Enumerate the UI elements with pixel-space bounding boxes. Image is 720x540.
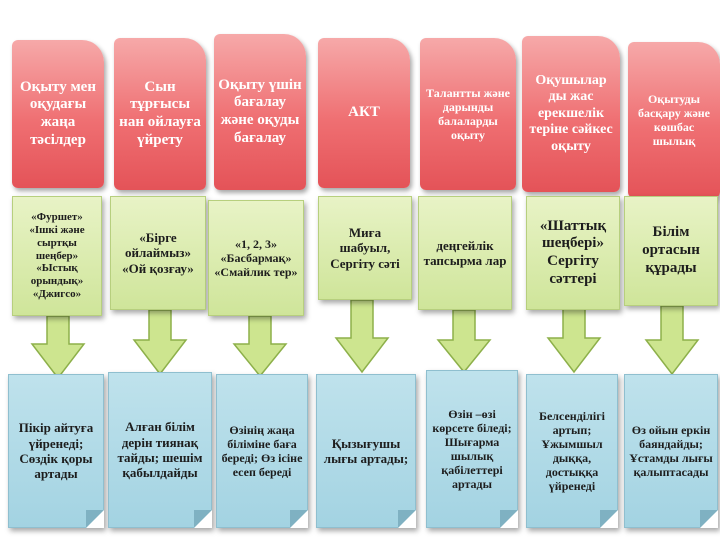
method-text-7: Білім ортасын құрады [642, 224, 700, 276]
header-text-5: Талантты және дарынды балаларды оқыту [426, 85, 510, 143]
method-text-4: Миға шабуыл, Сергіту сәті [330, 225, 400, 271]
down-arrow-4 [334, 300, 390, 374]
folded-corner-3 [290, 510, 308, 528]
folded-corner-1 [86, 510, 104, 528]
method-text-3: «1, 2, 3» «Басбармақ» «Смайлик тер» [214, 236, 298, 280]
outcome-text-5: Өзін –өзі көрсете біледі; Шығарма шылық … [432, 406, 512, 492]
down-arrow-5 [436, 310, 492, 374]
header-card-5: Талантты және дарынды балаларды оқыту [420, 38, 516, 190]
header-card-7: Оқытуды басқару және көшбас шылық [628, 42, 720, 198]
header-card-2: Сын тұрғысы нан ойлауға үйрету [114, 38, 206, 190]
folded-corner-5 [500, 510, 518, 528]
method-card-4: Миға шабуыл, Сергіту сәті [318, 196, 412, 300]
down-arrow-7 [644, 306, 700, 376]
folded-corner-2 [194, 510, 212, 528]
down-arrow-2 [132, 310, 188, 376]
header-text-7: Оқытуды басқару және көшбас шылық [637, 91, 711, 149]
outcome-text-3: Өзінің жаңа біліміне баға береді; Өз ісі… [221, 422, 303, 480]
method-text-2: «Бірге ойлаймыз» «Ой қозғау» [122, 230, 194, 276]
outcome-text-7: Өз ойын еркін баяндайды; Ұстамды лығы қа… [629, 422, 713, 480]
method-card-7: Білім ортасын құрады [624, 196, 718, 306]
down-arrow-1 [30, 316, 86, 380]
method-card-3: «1, 2, 3» «Басбармақ» «Смайлик тер» [208, 200, 304, 316]
header-card-3: Оқыту үшін бағалау және оқуды бағалау [214, 34, 306, 190]
header-text-4: АКТ [348, 104, 380, 121]
outcome-card-1: Пікір айтуға үйренеді; Сөздік қоры артад… [8, 374, 104, 528]
folded-corner-7 [700, 510, 718, 528]
method-card-5: деңгейлік тапсырма лар [418, 196, 512, 310]
method-card-2: «Бірге ойлаймыз» «Ой қозғау» [110, 196, 206, 310]
outcome-text-4: Қызығушы лығы артады; [323, 435, 409, 466]
header-text-2: Сын тұрғысы нан ойлауға үйрету [119, 78, 201, 148]
method-card-1: «Фуршет» «Ішкі және сыртқы шеңбер» «Ысты… [12, 196, 102, 316]
header-card-4: АКТ [318, 38, 410, 188]
outcome-card-2: Алған білім дерін тиянақ тайды; шешім қа… [108, 372, 212, 528]
method-text-5: деңгейлік тапсырма лар [423, 237, 507, 268]
folded-corner-4 [398, 510, 416, 528]
method-text-6: «Шаттық шеңбері» Сергіту сәттері [539, 217, 607, 287]
header-card-6: Оқушылар ды жас ерекшелік теріне сәйкес … [522, 36, 620, 192]
outcome-text-2: Алған білім дерін тиянақ тайды; шешім қа… [117, 419, 203, 481]
outcome-card-6: Белсенділігі артып; Ұжымшыл дыққа, досты… [526, 374, 618, 528]
header-text-6: Оқушылар ды жас ерекшелік теріне сәйкес … [529, 72, 613, 154]
header-text-1: Оқыту мен оқудағы жаңа тәсілдер [20, 78, 96, 148]
outcome-card-4: Қызығушы лығы артады; [316, 374, 416, 528]
header-text-3: Оқыту үшін бағалау және оқуды бағалау [218, 76, 302, 146]
outcome-text-6: Белсенділігі артып; Ұжымшыл дыққа, досты… [539, 408, 605, 494]
down-arrow-6 [546, 308, 602, 374]
method-text-1: «Фуршет» «Ішкі және сыртқы шеңбер» «Ысты… [29, 210, 85, 301]
outcome-card-3: Өзінің жаңа біліміне баға береді; Өз ісі… [216, 374, 308, 528]
down-arrow-3 [232, 316, 288, 378]
folded-corner-6 [600, 510, 618, 528]
outcome-card-5: Өзін –өзі көрсете біледі; Шығарма шылық … [426, 370, 518, 528]
header-card-1: Оқыту мен оқудағы жаңа тәсілдер [12, 40, 104, 188]
method-card-6: «Шаттық шеңбері» Сергіту сәттері [526, 196, 620, 310]
outcome-card-7: Өз ойын еркін баяндайды; Ұстамды лығы қа… [624, 374, 718, 528]
outcome-text-1: Пікір айтуға үйренеді; Сөздік қоры артад… [18, 420, 94, 482]
